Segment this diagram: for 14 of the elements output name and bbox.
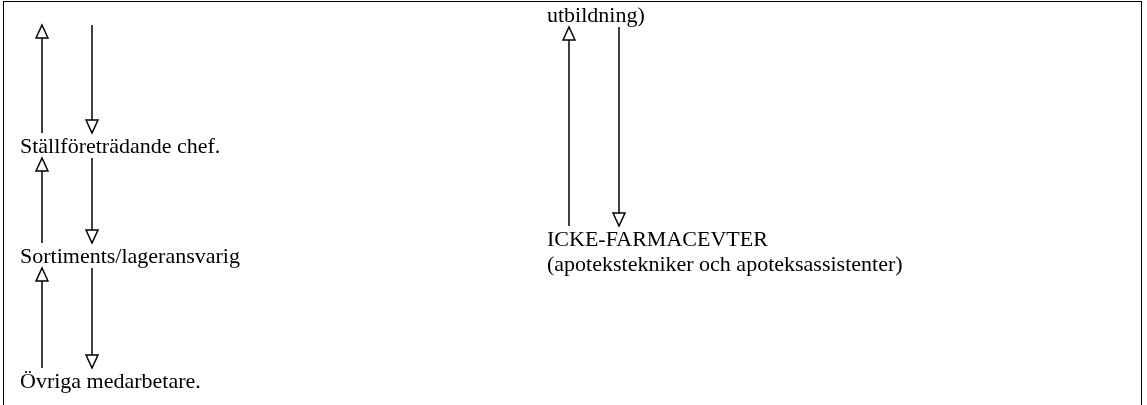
role-description: (apotekstekniker och apoteksassistenter) (547, 251, 903, 276)
arrow (35, 267, 49, 369)
arrow (612, 26, 626, 227)
role-label: Sortiments/lageransvarig (20, 243, 240, 268)
arrow (35, 24, 49, 134)
arrow (85, 267, 99, 369)
arrow (35, 157, 49, 244)
arrow (562, 26, 576, 227)
arrow (85, 157, 99, 244)
role-label: utbildning) (547, 2, 645, 27)
role-heading: ICKE-FARMACEVTER (547, 226, 769, 251)
arrow (85, 24, 99, 134)
role-label: Ställföreträdande chef. (20, 133, 221, 158)
role-label: Övriga medarbetare. (20, 368, 201, 393)
